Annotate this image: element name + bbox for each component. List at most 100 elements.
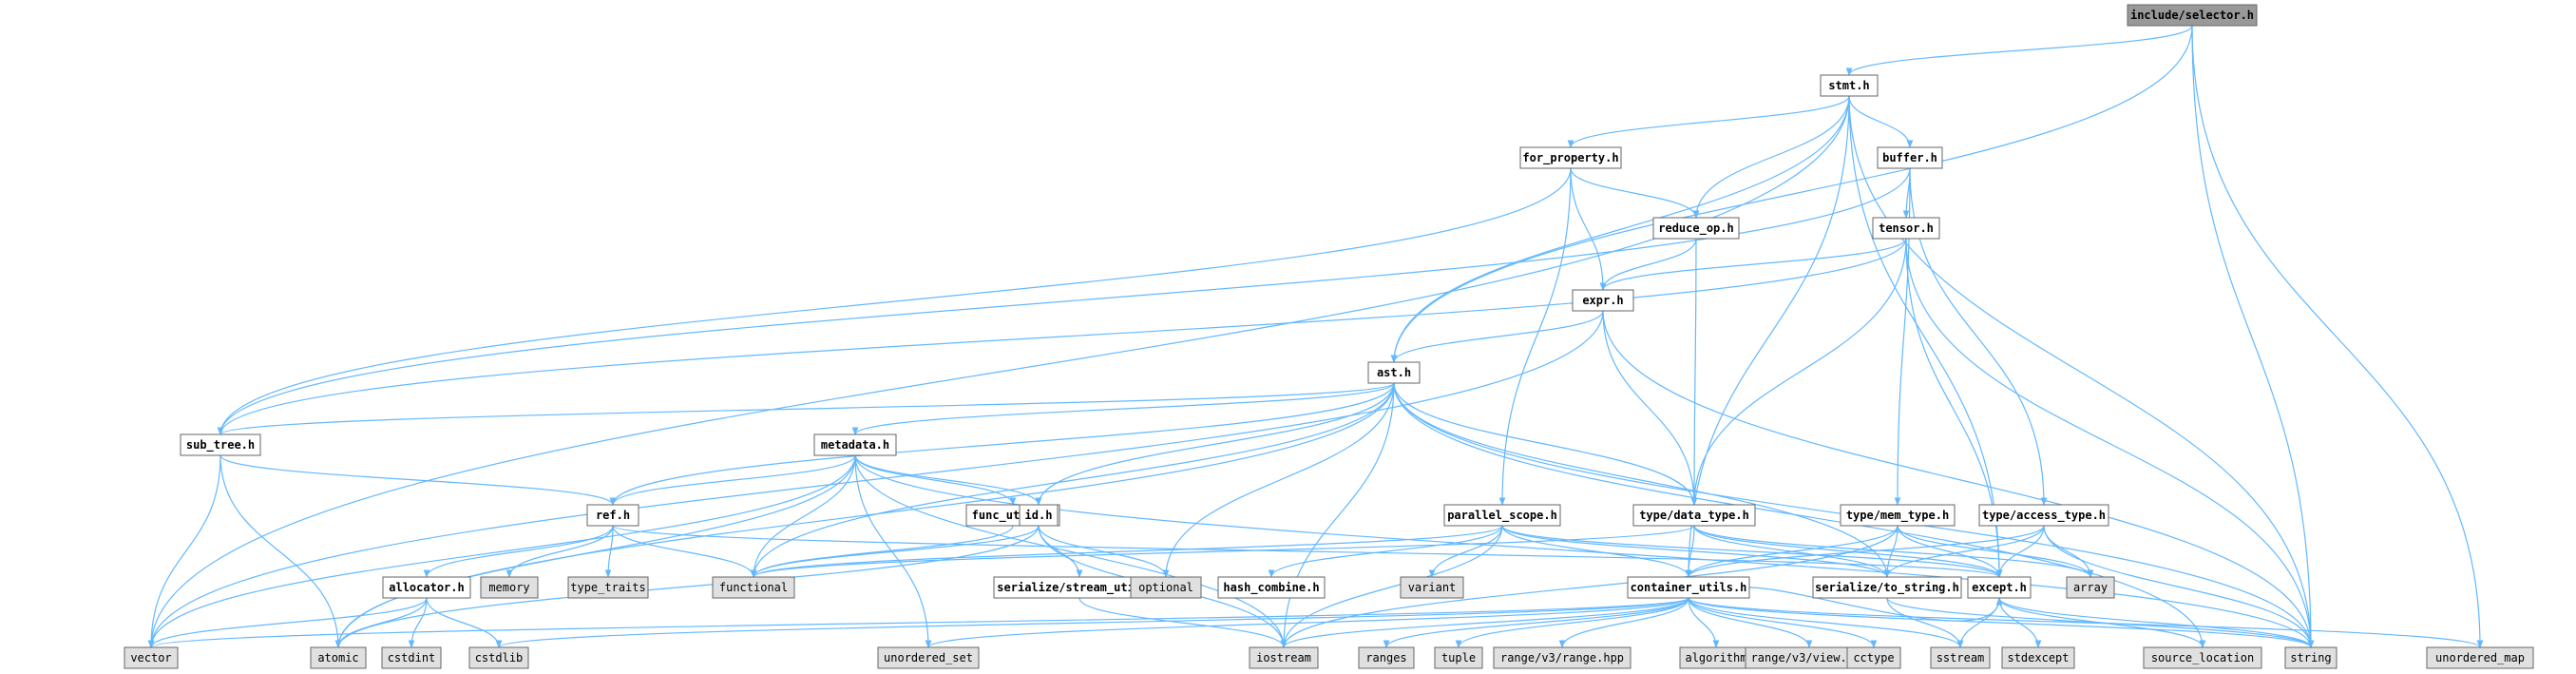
edge-for_property_h-to-sub_tree_h [217, 167, 1572, 435]
node-type_mem_type_h[interactable]: type/mem_type.h [1840, 504, 1956, 527]
node-hash_combine_h[interactable]: hash_combine.h [1217, 576, 1326, 599]
edge-ast_h-to-sub_tree_h [217, 382, 1395, 435]
node-include_selector_h[interactable]: include/selector.h [2127, 4, 2258, 27]
edge-ref_h-to-allocator_h [423, 525, 614, 578]
node-label: optional [1138, 581, 1193, 594]
node-for_property_h[interactable]: for_property.h [1519, 146, 1622, 169]
node-label: type/data_type.h [1639, 509, 1749, 523]
node-label: type_traits [570, 581, 645, 594]
node-box [1812, 576, 1962, 599]
edge-type_access_type_h-to-except_h [1995, 525, 2045, 578]
edge-except_h-to-sstream [1956, 597, 2000, 648]
node-box [180, 433, 261, 456]
node-label: vector [130, 651, 171, 664]
node-label: ranges [1365, 651, 1406, 664]
node-cctype: cctype [1846, 646, 1901, 669]
node-unordered_map: unordered_map [2426, 646, 2534, 669]
node-tensor_h[interactable]: tensor.h [1872, 217, 1940, 240]
node-reduce_op_h[interactable]: reduce_op.h [1652, 217, 1740, 240]
node-label: iostream [1256, 651, 1311, 664]
edge-metadata_h-to-atomic [334, 454, 856, 648]
node-label: cctype [1853, 651, 1894, 664]
node-label: sub_tree.h [186, 438, 255, 453]
node-box [877, 646, 980, 669]
node-box [381, 646, 442, 669]
node-sub_tree_h[interactable]: sub_tree.h [180, 433, 261, 456]
node-type_data_type_h[interactable]: type/data_type.h [1632, 504, 1756, 527]
node-stdexcept: stdexcept [2001, 646, 2075, 669]
edge-type_access_type_h-to-container_utils_h [1685, 525, 2045, 578]
node-box [1434, 646, 1483, 669]
edge-metadata_h-to-ref_h [609, 454, 856, 506]
node-id_h[interactable]: id.h [1019, 504, 1059, 527]
edge-reduce_op_h-to-expr_h [1599, 238, 1697, 291]
node-box [1572, 289, 1634, 312]
node-box [1367, 361, 1421, 384]
edge-parallel_scope_h-to-variant [1428, 525, 1503, 578]
node-metadata_h[interactable]: metadata.h [813, 433, 897, 456]
node-label: hash_combine.h [1223, 581, 1319, 595]
node-parallel_scope_h[interactable]: parallel_scope.h [1443, 504, 1561, 527]
edge-metadata_h-to-func_utils_h [854, 454, 1017, 506]
node-box [2426, 646, 2534, 669]
edge-container_utils_h-to-range_v3_range_hpp [1558, 597, 1689, 648]
node-box [1130, 576, 1202, 599]
node-allocator_h[interactable]: allocator.h [382, 576, 471, 599]
edge-id_h-to-serialize_stream_utils_h [1038, 525, 1083, 578]
node-type_traits: type_traits [567, 576, 649, 599]
node-box [1519, 146, 1622, 169]
node-box [1400, 576, 1464, 599]
node-label: ast.h [1377, 366, 1411, 379]
edge-for_property_h-to-expr_h [1570, 167, 1607, 291]
edge-metadata_h-to-vector [147, 454, 856, 648]
edge-metadata_h-to-string [854, 454, 2315, 648]
node-sstream: sstream [1930, 646, 1991, 669]
node-box [382, 576, 471, 599]
node-box [310, 646, 367, 669]
node-box [1877, 146, 1943, 169]
node-expr_h[interactable]: expr.h [1572, 289, 1634, 312]
edge-metadata_h-to-functional [750, 454, 856, 578]
node-ref_h[interactable]: ref.h [586, 504, 639, 527]
edge-container_utils_h-to-except_h [1748, 587, 2003, 622]
edge-ref_h-to-except_h [612, 525, 2002, 578]
edge-include_selector_h-to-string [2191, 25, 2315, 648]
edge-container_utils_h-to-iostream [1280, 597, 1689, 648]
edge-metadata_h-to-iostream [854, 454, 1288, 648]
node-label: unordered_map [2435, 651, 2525, 664]
edge-tensor_h-to-except_h [1905, 238, 2003, 578]
node-stmt_h[interactable]: stmt.h [1820, 74, 1879, 97]
node-label: for_property.h [1522, 151, 1618, 165]
node-label: buffer.h [1882, 151, 1937, 164]
node-source_location: source_location [2143, 646, 2262, 669]
edge-buffer_h-to-sub_tree_h [217, 167, 1911, 435]
node-label: type/mem_type.h [1846, 509, 1949, 523]
node-serialize_stream_utils_h[interactable]: serialize/stream_utils.h [993, 576, 1166, 599]
node-label: source_location [2151, 651, 2254, 664]
node-container_utils_h[interactable]: container_utils.h [1627, 576, 1750, 599]
node-box [567, 576, 649, 599]
node-buffer_h[interactable]: buffer.h [1877, 146, 1943, 169]
edge-parallel_scope_h-to-hash_combine_h [1268, 525, 1503, 578]
node-serialize_to_string_h[interactable]: serialize/to_string.h [1812, 576, 1962, 599]
edge-ast_h-to-optional [1162, 382, 1395, 578]
edge-parallel_scope_h-to-container_utils_h [1501, 525, 1692, 578]
node-ranges: ranges [1358, 646, 1415, 669]
node-label: parallel_scope.h [1447, 509, 1557, 523]
edge-stmt_h-to-for_property_h [1567, 95, 1850, 148]
edge-type_data_type_h-to-except_h [1693, 525, 2003, 578]
node-box [2066, 576, 2115, 599]
node-except_h[interactable]: except.h [1967, 576, 2032, 599]
node-ast_h[interactable]: ast.h [1367, 361, 1421, 384]
node-string: string [2284, 646, 2337, 669]
node-box [813, 433, 897, 456]
node-box [1627, 576, 1750, 599]
edge-sub_tree_h-to-atomic [219, 454, 342, 648]
edge-ast_h-to-source_location [1393, 382, 2206, 648]
node-box [1930, 646, 1991, 669]
node-label: range/v3/view.hpp [1751, 651, 1868, 664]
edge-tensor_h-to-type_data_type_h [1690, 238, 1907, 506]
node-label: metadata.h [821, 438, 889, 452]
node-box [1652, 217, 1740, 240]
node-type_access_type_h[interactable]: type/access_type.h [1978, 504, 2109, 527]
